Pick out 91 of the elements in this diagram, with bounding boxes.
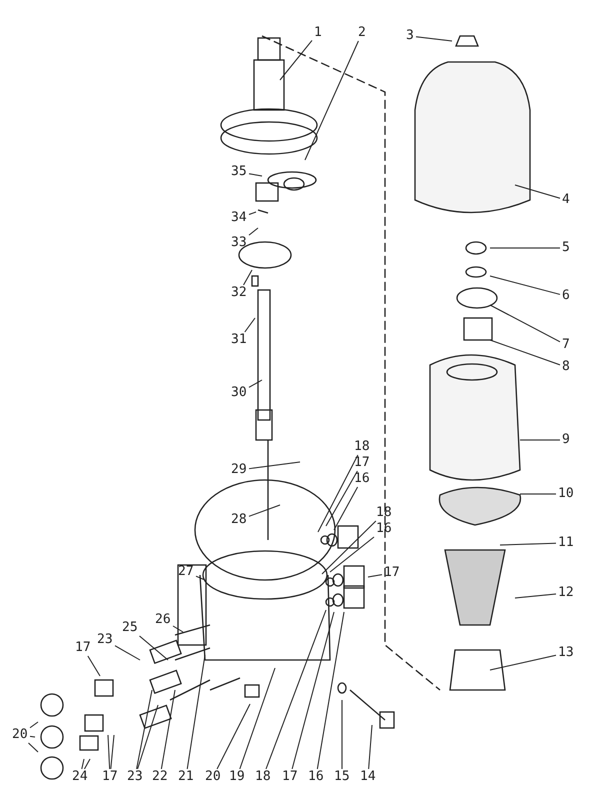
leader-line [292, 612, 334, 770]
leader-line [266, 610, 326, 770]
leader-line [318, 454, 358, 532]
callout-number: 19 [228, 770, 246, 784]
leader-line [368, 724, 372, 770]
leader-line [110, 734, 114, 770]
callout-number: 18 [375, 506, 393, 520]
callout-number: 5 [561, 241, 571, 255]
leader-line [248, 380, 262, 388]
callout-number: 22 [151, 770, 169, 784]
leader-line [114, 645, 140, 660]
callout-number: 6 [561, 289, 571, 303]
leader-line [248, 228, 258, 236]
callout-number: 16 [353, 472, 371, 486]
callout-number: 18 [254, 770, 272, 784]
callout-number: 20 [204, 770, 222, 784]
leader-line [514, 184, 560, 199]
leader-line [500, 542, 556, 546]
leader-line [330, 536, 374, 572]
callout-number: 34 [230, 211, 248, 225]
callout-number: 17 [74, 641, 92, 655]
leader-line [30, 736, 36, 738]
leader-line [490, 304, 560, 342]
callout-number: 29 [230, 463, 248, 477]
callout-number: 20 [11, 728, 29, 742]
leader-line [368, 574, 382, 578]
callout-number: 23 [96, 633, 114, 647]
leader-line [490, 654, 556, 670]
leader-line [137, 704, 158, 770]
callout-number: 24 [71, 770, 89, 784]
callout-number: 27 [177, 565, 195, 579]
leader-line [490, 276, 560, 295]
leader-line [248, 212, 256, 215]
callout-number: 31 [230, 333, 248, 347]
leader-line [139, 636, 168, 660]
leader-line [244, 318, 256, 332]
callout-number: 17 [353, 456, 371, 470]
callout-number: 7 [561, 338, 571, 352]
leader-line [248, 504, 280, 517]
callout-number: 26 [154, 613, 172, 627]
leader-line [316, 612, 344, 770]
leader-line [186, 654, 206, 770]
leader-line [248, 462, 300, 470]
callout-number: 9 [561, 433, 571, 447]
callout-number: 16 [375, 522, 393, 536]
leader-line [196, 576, 206, 580]
leader-line [108, 734, 110, 770]
leader-line [216, 704, 250, 770]
callout-number: 23 [126, 770, 144, 784]
callout-number: 16 [307, 770, 325, 784]
callout-number: 2 [357, 26, 367, 40]
callout-number: 17 [101, 770, 119, 784]
leader-line [280, 40, 312, 80]
leader-line [172, 626, 184, 632]
callout-number: 32 [230, 286, 248, 300]
leader-line [160, 690, 176, 770]
leader-line [84, 758, 90, 770]
callout-number: 25 [121, 621, 139, 635]
leader-line [248, 173, 262, 176]
callout-number: 35 [230, 165, 248, 179]
callout-number: 3 [405, 29, 415, 43]
leader-line [87, 656, 100, 676]
leader-line [30, 722, 38, 728]
callout-number: 14 [359, 770, 377, 784]
callout-number: 33 [230, 236, 248, 250]
leader-line [322, 520, 376, 574]
callout-number: 11 [557, 536, 575, 550]
callout-number: 10 [557, 487, 575, 501]
callout-number: 28 [230, 513, 248, 527]
leader-line [243, 270, 252, 286]
callout-number: 13 [557, 646, 575, 660]
leader-line [239, 668, 276, 770]
leader-line [136, 690, 152, 770]
leader-line [334, 486, 358, 530]
leader-line [81, 758, 84, 770]
callout-number: 15 [333, 770, 351, 784]
callout-number: 8 [561, 360, 571, 374]
callout-number: 21 [177, 770, 195, 784]
leader-line [490, 340, 560, 366]
leader-line [416, 36, 452, 42]
leader-line [28, 742, 38, 752]
callout-number: 18 [353, 440, 371, 454]
leader-line [304, 40, 359, 160]
callout-number: 17 [281, 770, 299, 784]
callout-number: 17 [383, 566, 401, 580]
callout-number: 4 [561, 193, 571, 207]
callout-number: 12 [557, 586, 575, 600]
leader-line [514, 593, 556, 598]
callout-number: 1 [313, 26, 323, 40]
leader-line [326, 470, 358, 526]
callout-number: 30 [230, 386, 248, 400]
